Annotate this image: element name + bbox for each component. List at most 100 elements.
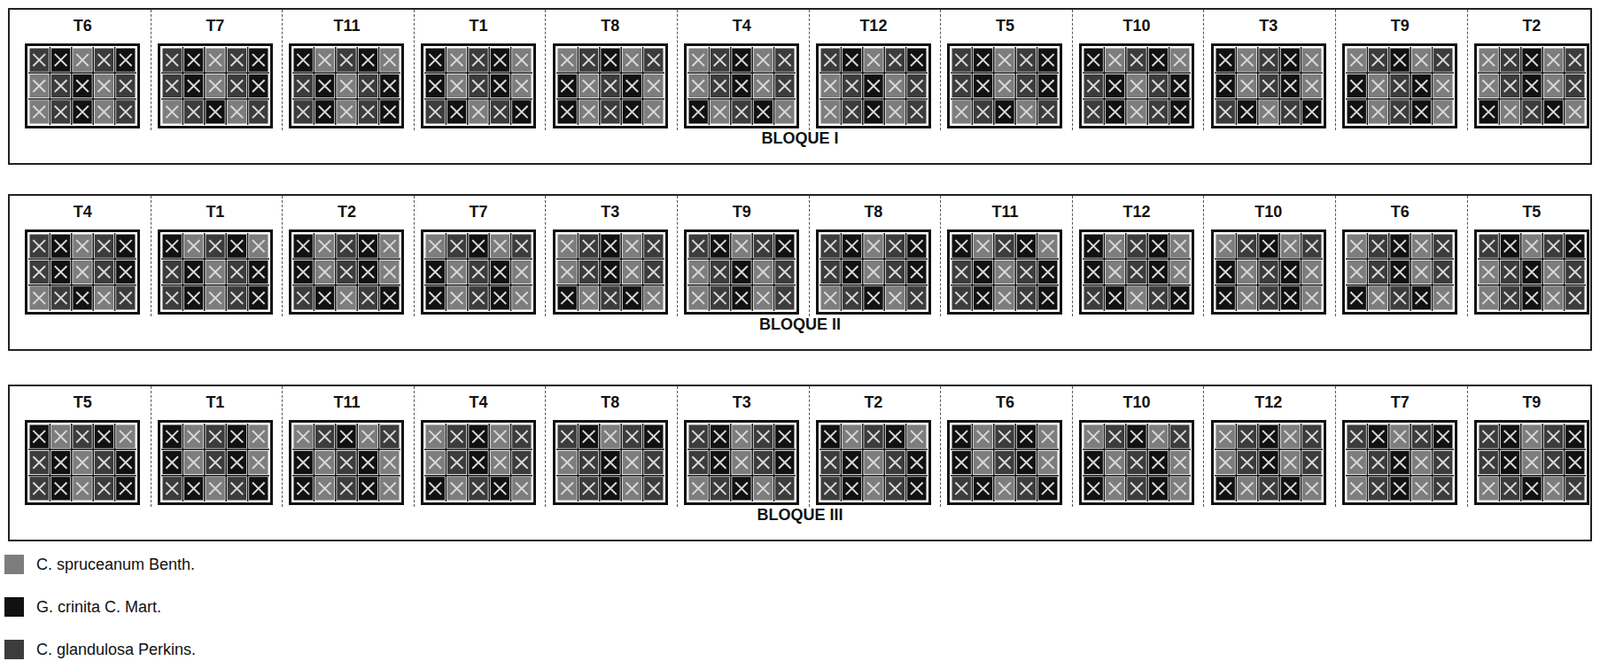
plant-cell	[579, 476, 599, 500]
plant-symbol	[582, 240, 595, 253]
plant-symbol	[1020, 54, 1034, 67]
plant-cell	[579, 48, 599, 72]
plant-symbol	[1262, 430, 1275, 443]
plant-cell	[94, 100, 114, 124]
plant-cell	[1368, 48, 1388, 72]
plant-symbol	[1109, 430, 1122, 443]
plant-cell	[1544, 286, 1563, 310]
plant-symbol	[1152, 106, 1166, 119]
grid-line	[1431, 46, 1434, 125]
plant-cell	[1544, 48, 1563, 72]
plant-cell	[1347, 425, 1367, 449]
plant-cell	[490, 260, 510, 284]
plant-cell	[644, 74, 663, 98]
plant-cell	[73, 234, 93, 258]
plant-cell	[863, 260, 883, 284]
grid-line	[1477, 258, 1586, 261]
plant-grid	[947, 43, 1063, 129]
legend-row: C. spruceanum Benth.	[4, 554, 536, 576]
plant-cell	[1215, 286, 1235, 310]
plant-symbol	[714, 292, 727, 305]
plant-symbol	[1219, 265, 1232, 279]
plant-cell	[426, 234, 445, 258]
plant-cell	[1433, 100, 1453, 124]
plant-cell	[294, 260, 313, 284]
plant-cell	[30, 425, 49, 449]
grid-line	[1388, 423, 1391, 502]
grid-line	[28, 72, 137, 75]
plant-cell	[512, 450, 531, 474]
grid-line	[620, 46, 622, 125]
plant-cell	[1302, 74, 1321, 98]
grid-line	[70, 423, 73, 502]
treatment-plot: T4	[413, 386, 546, 507]
grid-line	[1563, 46, 1566, 125]
grid-line	[49, 46, 52, 125]
plant-cell	[337, 476, 357, 500]
plant-cell	[315, 234, 334, 258]
plant-symbol	[76, 54, 89, 67]
plant-symbol	[1087, 430, 1100, 443]
legend-swatch	[4, 597, 24, 617]
grid-line	[114, 46, 117, 125]
plant-symbol	[494, 54, 507, 67]
treatment-plot: T7	[1335, 386, 1468, 507]
plant-cell	[863, 476, 883, 500]
plant-cell	[337, 74, 357, 98]
plant-symbol	[692, 79, 706, 93]
plant-symbol	[1372, 240, 1385, 253]
plant-cell	[1039, 100, 1058, 124]
treatment-plot: T5	[18, 386, 151, 507]
plant-cell	[116, 450, 135, 474]
grid-line	[1082, 98, 1191, 101]
plant-cell	[248, 100, 268, 124]
plant-cell	[1302, 100, 1321, 124]
plant-symbol	[647, 54, 661, 67]
plant-cell	[184, 476, 203, 500]
plant-symbol	[230, 240, 243, 253]
plant-symbol	[647, 482, 661, 496]
grid-line	[687, 98, 796, 101]
plant-cell	[973, 74, 993, 98]
plot-label: T11	[333, 393, 360, 412]
plant-cell	[1258, 48, 1278, 72]
plant-cell	[116, 260, 135, 284]
plant-cell	[30, 260, 49, 284]
plant-cell	[116, 286, 135, 310]
plant-cell	[294, 286, 313, 310]
grid-line	[1168, 423, 1171, 502]
grid-line	[576, 423, 579, 502]
plant-cell	[973, 234, 993, 258]
plant-cell	[579, 425, 599, 449]
plant-cell	[512, 425, 531, 449]
plant-cell	[1390, 425, 1410, 449]
plant-cell	[1500, 260, 1520, 284]
plant-symbol	[1372, 430, 1385, 443]
plant-cell	[1215, 48, 1235, 72]
plant-cell	[689, 48, 708, 72]
plant-cell	[907, 48, 926, 72]
plant-grid	[1342, 419, 1458, 505]
plant-cell	[358, 100, 378, 124]
plant-cell	[1149, 234, 1168, 258]
plant-cell	[600, 100, 620, 124]
plant-cell	[51, 450, 70, 474]
plant-cell	[248, 286, 268, 310]
plant-symbol	[297, 106, 311, 119]
plant-cell	[162, 476, 181, 500]
plot-border	[1080, 421, 1194, 505]
plant-symbol	[604, 292, 617, 305]
grid-line	[840, 233, 843, 311]
grid-line	[1082, 449, 1191, 451]
plant-symbol	[823, 430, 837, 443]
plant-symbol	[560, 106, 574, 119]
plant-cell	[973, 450, 993, 474]
grid-line	[1015, 233, 1018, 311]
plant-symbol	[647, 265, 661, 279]
plant-cell	[1280, 234, 1299, 258]
grid-line	[708, 423, 711, 502]
plant-cell	[1347, 450, 1367, 474]
plot-ground	[1079, 43, 1195, 129]
plant-symbol	[560, 482, 574, 496]
plant-cell	[447, 286, 467, 310]
